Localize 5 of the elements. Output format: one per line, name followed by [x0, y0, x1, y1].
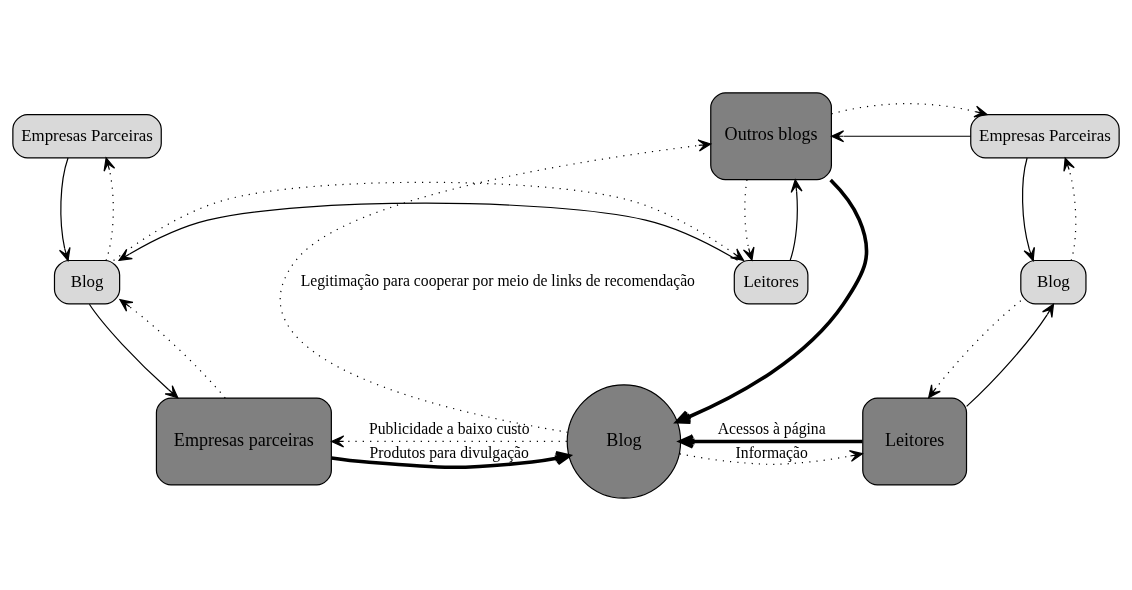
edge-label: Informação: [735, 443, 808, 461]
edge-label: Produtos para divulgação: [369, 443, 529, 461]
edge-label: Publicidade a baixo custo: [368, 419, 530, 437]
edge-label: Legitimação para cooperar por meio de links de recomendação: [300, 271, 695, 289]
edge-label: Acessos à página: [717, 419, 826, 437]
